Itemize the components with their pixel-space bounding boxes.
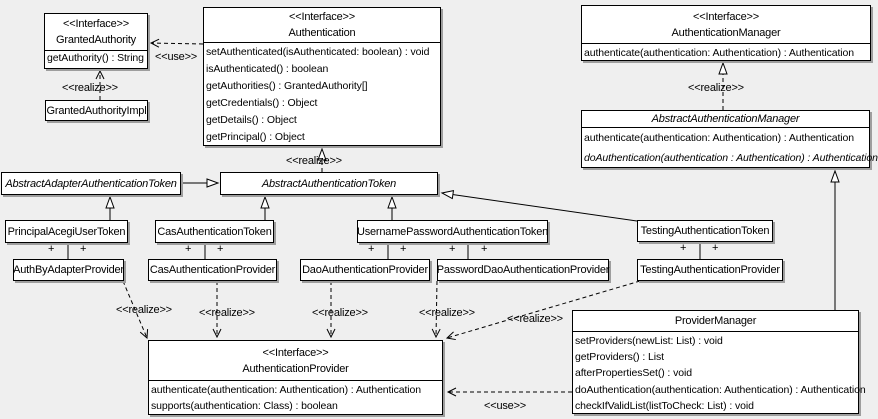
class-method: getCredentials() : Object	[206, 97, 318, 110]
class-method: getPrincipal() : Object	[206, 131, 305, 144]
class-auth-by-adapter-provider: AuthByAdapterProvider	[13, 259, 124, 281]
class-name: Authentication	[288, 27, 356, 39]
class-name: PrincipalAcegiUserToken	[7, 225, 126, 238]
assoc-end-label: +	[449, 243, 456, 255]
class-name: DaoAuthenticationProvider	[302, 264, 428, 276]
class-name: AuthenticationProvider	[242, 362, 349, 375]
class-name: AbstractAuthenticationManager	[651, 112, 800, 125]
assoc-end-label: +	[368, 243, 375, 255]
class-method: getDetails() : Object	[206, 114, 297, 127]
class-name: UsernamePasswordAuthenticationToken	[356, 225, 549, 238]
assoc-end-label: +	[80, 243, 87, 255]
class-method: getAuthority() : String	[47, 52, 144, 64]
edge-label-realize: <<realize>>	[199, 307, 255, 319]
edge-label-realize: <<realize>>	[507, 313, 563, 325]
class-name: TestingAuthenticationToken	[640, 225, 770, 237]
assoc-end-label: +	[400, 243, 407, 255]
class-method: supports(authentication: Class) : boolea…	[151, 400, 338, 412]
edge-label-realize: <<realize>>	[62, 82, 118, 94]
class-abstract-authentication-token: AbstractAuthenticationToken	[220, 172, 438, 195]
class-password-dao-authentication-provider: PasswordDaoAuthenticationProvider	[437, 259, 609, 281]
class-method: authenticate(authentication: Authenticat…	[584, 132, 855, 144]
class-testing-authentication-provider: TestingAuthenticationProvider	[637, 259, 783, 281]
class-dao-authentication-provider: DaoAuthenticationProvider	[300, 259, 430, 281]
class-method: isAuthenticated() : boolean	[206, 63, 329, 76]
edge-label-realize: <<realize>>	[286, 155, 342, 167]
edge-use-authentication-grantedauthority	[149, 38, 204, 48]
assoc-end-label: +	[680, 242, 687, 254]
class-name: AbstractAdapterAuthenticationToken	[5, 177, 177, 190]
class-name: GrantedAuthorityImpl	[46, 104, 147, 117]
assoc-end-label: +	[217, 243, 224, 255]
assoc-end-label: +	[48, 243, 55, 255]
class-name: AbstractAuthenticationToken	[261, 177, 397, 190]
class-authentication-provider: <<Interface>> AuthenticationProvider aut…	[148, 340, 443, 415]
class-stereotype: <<Interface>>	[693, 10, 759, 23]
class-provider-manager: ProviderManager setProviders(newList: Li…	[572, 310, 866, 414]
class-method: doAuthentication(authentication : Authen…	[584, 151, 878, 164]
class-authentication-manager: <<Interface>> AuthenticationManager auth…	[581, 5, 871, 61]
class-name: CasAuthenticationToken	[157, 225, 272, 238]
class-name: CasAuthenticationProvider	[149, 264, 276, 276]
class-cas-authentication-provider: CasAuthenticationProvider	[148, 259, 277, 281]
class-method: checkIfValidList(listToCheck: List) : vo…	[575, 399, 754, 412]
class-abstract-authentication-manager: AbstractAuthenticationManager authentica…	[581, 110, 878, 168]
class-method: authenticate(authentication: Authenticat…	[584, 47, 855, 59]
assoc-end-label: +	[185, 243, 192, 255]
edge-label-realize: <<realize>>	[116, 304, 172, 316]
class-name: TestingAuthenticationProvider	[640, 264, 780, 276]
class-method: authenticate(authentication: Authenticat…	[151, 384, 422, 396]
class-stereotype: <<Interface>>	[63, 18, 129, 30]
class-method: setProviders(newList: List) : void	[575, 335, 723, 347]
class-name: AuthenticationManager	[671, 26, 781, 39]
class-stereotype: <<Interface>>	[289, 11, 355, 23]
edge-label-use: <<use>>	[484, 400, 527, 412]
class-name: ProviderManager	[674, 314, 757, 327]
assoc-end-label: +	[712, 242, 719, 254]
class-granted-authority-impl: GrantedAuthorityImpl	[45, 100, 148, 121]
class-stereotype: <<Interface>>	[262, 346, 329, 359]
class-granted-authority: <<Interface>> GrantedAuthority getAuthor…	[44, 13, 148, 69]
class-method: getProviders() : List	[575, 351, 664, 364]
assoc-end-label: +	[481, 243, 488, 255]
class-method: getAuthorities() : GrantedAuthority[]	[206, 80, 368, 93]
class-method: afterPropertiesSet() : void	[575, 367, 692, 380]
class-cas-authentication-token: CasAuthenticationToken	[155, 220, 274, 243]
edge-gen-testingauthenticationtoken	[440, 189, 638, 222]
class-authentication: <<Interface>> Authentication setAuthenti…	[203, 7, 441, 146]
edge-label-use: <<use>>	[155, 51, 198, 63]
edge-label-realize: <<realize>>	[688, 82, 744, 94]
class-username-password-authentication-token: UsernamePasswordAuthenticationToken	[357, 220, 548, 243]
class-testing-authentication-token: TestingAuthenticationToken	[637, 220, 773, 242]
edge-label-realize: <<realize>>	[419, 307, 475, 319]
class-name: AuthByAdapterProvider	[13, 264, 124, 276]
class-method: doAuthentication(authentication: Authent…	[575, 383, 866, 396]
class-method: setAuthenticated(isAuthenticated: boolea…	[206, 46, 430, 58]
edge-label-realize: <<realize>>	[312, 307, 368, 319]
class-abstract-adapter-authentication-token: AbstractAdapterAuthenticationToken	[1, 172, 181, 195]
class-name: PasswordDaoAuthenticationProvider	[436, 264, 610, 276]
class-principal-acegi-user-token: PrincipalAcegiUserToken	[5, 220, 128, 243]
class-name: GrantedAuthority	[56, 34, 136, 46]
